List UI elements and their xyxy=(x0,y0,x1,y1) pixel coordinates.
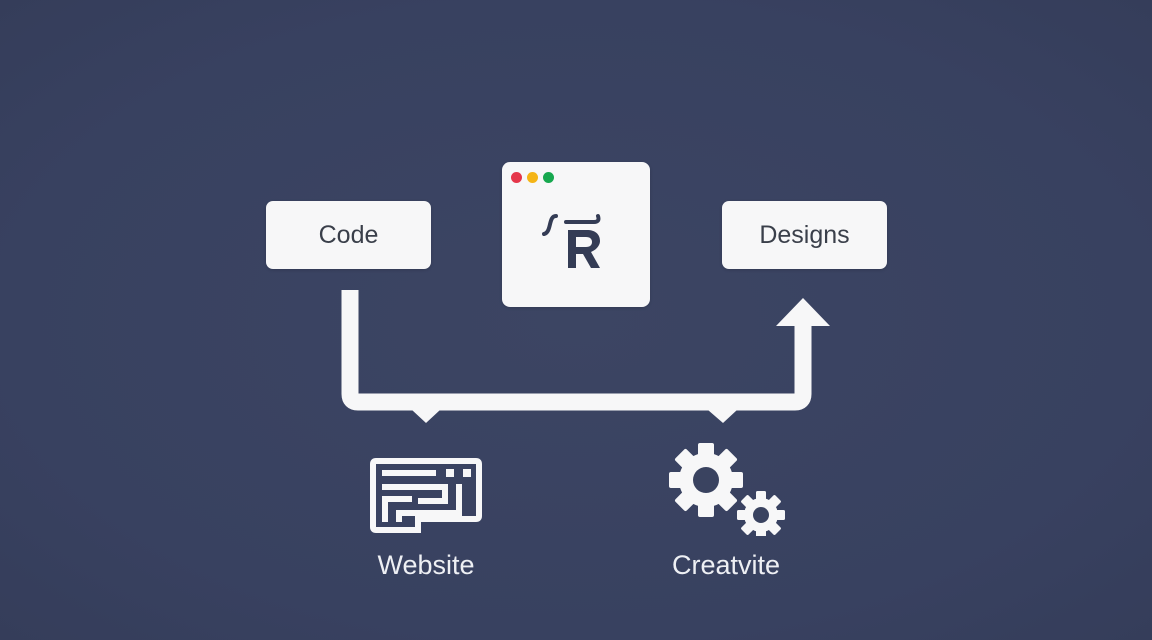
website-layout-icon xyxy=(370,458,482,534)
minimize-dot-icon xyxy=(527,172,538,183)
r-logo-icon xyxy=(542,214,601,268)
window-controls xyxy=(511,172,554,183)
designs-node-label: Designs xyxy=(759,220,850,249)
close-dot-icon xyxy=(511,172,522,183)
maximize-dot-icon xyxy=(543,172,554,183)
creative-label: Creatvite xyxy=(671,550,781,580)
branch-notch-website xyxy=(412,410,440,423)
website-label: Website xyxy=(377,550,475,580)
gears-icon xyxy=(668,442,786,539)
code-node-label: Code xyxy=(318,220,379,249)
arrowhead-up-icon xyxy=(776,298,830,326)
designs-node: Designs xyxy=(722,201,887,269)
code-node: Code xyxy=(266,201,431,269)
branch-notch-creative xyxy=(708,410,737,423)
center-app-window xyxy=(502,162,650,307)
